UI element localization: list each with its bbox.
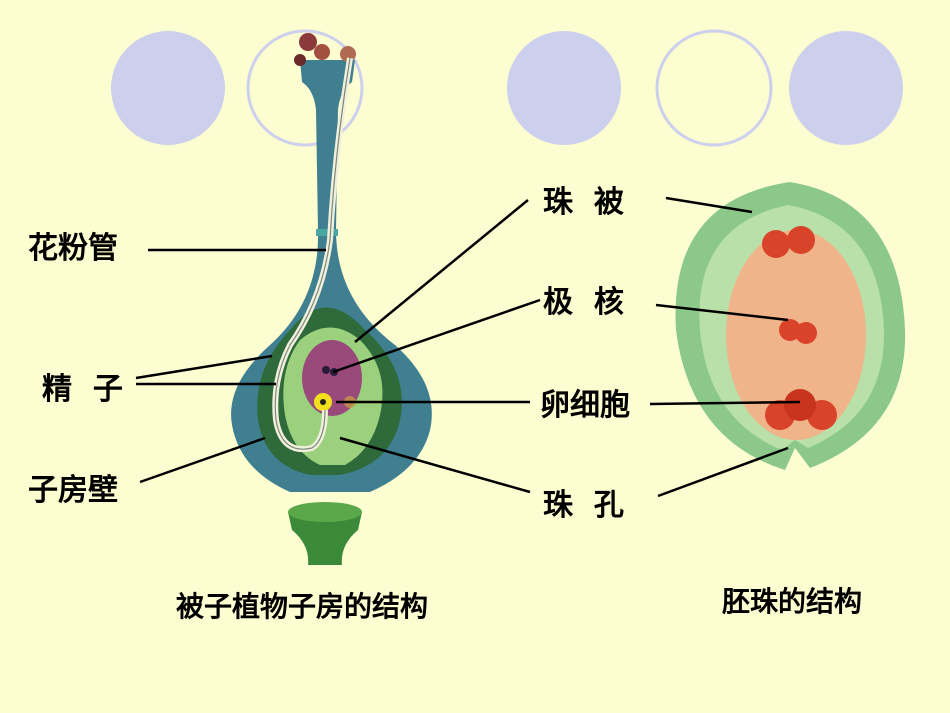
label-pollen-tube: 花粉管 [28, 231, 118, 266]
leader-sperm-1 [135, 354, 273, 380]
leader-polar-right [655, 303, 789, 322]
leader-integument-right [665, 196, 753, 214]
deco-circle [507, 31, 621, 145]
ovule-illustration [675, 182, 906, 470]
leader-polar-left [332, 298, 541, 374]
label-integument: 珠 被 [543, 185, 624, 220]
leader-lines [135, 196, 801, 498]
caption-ovary-structure: 被子植物子房的结构 [176, 590, 429, 623]
label-egg-cell: 卵细胞 [540, 388, 630, 423]
caption-ovule-structure: 胚珠的结构 [722, 585, 863, 618]
ovary-illustration [231, 33, 432, 565]
label-ovary-wall: 子房壁 [28, 473, 118, 508]
leader-integument-left [354, 199, 529, 343]
deco-circle-outline [655, 29, 773, 147]
deco-circle-outline [246, 29, 364, 147]
leader-egg-right [649, 400, 801, 406]
leader-ovary-wall [139, 436, 266, 484]
leader-micropyle-left [339, 436, 531, 494]
egg-cell [784, 389, 816, 421]
label-micropyle: 珠 孔 [543, 488, 624, 523]
label-sperm: 精 子 [42, 372, 123, 407]
polar-nucleus [795, 322, 817, 344]
decorative-circles [111, 29, 903, 147]
leader-micropyle-right [657, 446, 789, 498]
deco-circle [111, 31, 225, 145]
deco-circle [789, 31, 903, 145]
label-polar-nuclei: 极 核 [543, 285, 624, 320]
